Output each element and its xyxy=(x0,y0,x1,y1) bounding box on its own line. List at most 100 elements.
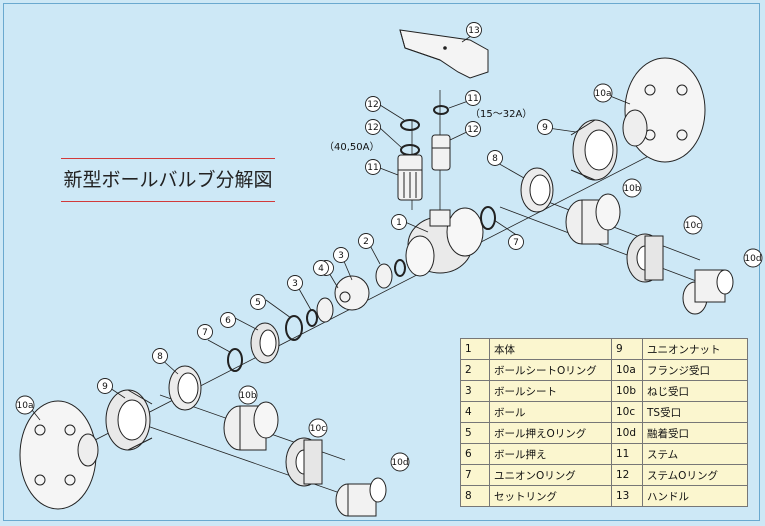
callout-circle xyxy=(391,214,407,230)
size-label-small: （15～32A） xyxy=(470,108,532,120)
legend-cell-n2: 10a xyxy=(611,359,643,381)
callout-circle xyxy=(365,96,381,112)
legend-cell-l2: TS受口 xyxy=(642,401,748,423)
callout-circle xyxy=(365,119,381,135)
callout-circle xyxy=(743,248,763,268)
ts-socket-left xyxy=(285,437,323,487)
callout-circle xyxy=(333,247,349,263)
size-label-large: （40,50A） xyxy=(324,141,379,153)
callout-circle xyxy=(97,378,113,394)
stem-large xyxy=(397,154,423,201)
legend-cell-n2: 10d xyxy=(611,422,643,444)
callout-circle xyxy=(15,395,35,415)
valve-body xyxy=(405,207,484,277)
callout-circle xyxy=(238,385,258,405)
callout-number: 12 xyxy=(367,100,378,110)
callout-number: 8 xyxy=(492,154,498,164)
threaded-socket-left xyxy=(223,401,279,451)
legend-cell-n2: 12 xyxy=(611,464,643,486)
legend-cell-n2: 10b xyxy=(611,380,643,402)
callout-number: 12 xyxy=(467,125,478,135)
stem-oring-small xyxy=(433,105,449,115)
callout-number: 10b xyxy=(239,391,256,401)
legend-cell-l1: 本体 xyxy=(489,338,612,360)
legend-cell-l1: ボール押え xyxy=(489,443,612,465)
callout-circle xyxy=(152,348,168,364)
callout-number: 9 xyxy=(542,123,548,133)
legend-cell-n1: 7 xyxy=(460,464,490,486)
threaded-socket-right xyxy=(565,193,621,245)
flange-socket-right xyxy=(622,57,706,163)
legend-cell-l2: ユニオンナット xyxy=(642,338,748,360)
legend-cell-n1: 8 xyxy=(460,485,490,507)
legend-cell-l2: ねじ受口 xyxy=(642,380,748,402)
callout-number: 13 xyxy=(468,26,479,36)
callout-number: 10c xyxy=(310,424,326,434)
union-nut-right xyxy=(570,119,618,181)
callout-number: 5 xyxy=(255,298,261,308)
callout-number: 9 xyxy=(102,382,108,392)
callout-circle xyxy=(537,119,553,135)
legend-cell-n1: 6 xyxy=(460,443,490,465)
legend-cell-n1: 2 xyxy=(460,359,490,381)
stem-small xyxy=(431,134,451,171)
stem-oring-large-2 xyxy=(400,144,420,156)
legend-cell-l1: ボール xyxy=(489,401,612,423)
callout-number: 10c xyxy=(685,221,701,231)
callout-number: 11 xyxy=(467,94,478,104)
callout-circle xyxy=(287,275,303,291)
callout-number: 10b xyxy=(623,184,640,194)
callout-number: 2 xyxy=(363,237,369,247)
ball-retainer xyxy=(250,322,280,364)
callout-number: 1 xyxy=(396,218,402,228)
fusion-socket-right xyxy=(682,269,734,315)
legend-cell-l2: ステム xyxy=(642,443,748,465)
legend-cell-n2: 9 xyxy=(611,338,643,360)
legend-cell-l2: 融着受口 xyxy=(642,422,748,444)
callout-circle xyxy=(390,452,410,472)
legend-cell-n2: 13 xyxy=(611,485,643,507)
callout-number: 10a xyxy=(595,89,612,99)
legend-cell-l1: ボールシートOリング xyxy=(489,359,612,381)
handle-part xyxy=(399,29,489,79)
legend-cell-l1: ユニオンOリング xyxy=(489,464,612,486)
legend-cell-n2: 10c xyxy=(611,401,643,423)
stem-oring-large xyxy=(400,119,420,131)
callout-number: 10a xyxy=(17,401,34,411)
callout-number: 3 xyxy=(292,279,298,289)
callout-number: 11 xyxy=(367,163,378,173)
callout-circle xyxy=(622,178,642,198)
callout-circle xyxy=(683,215,703,235)
callout-circle xyxy=(465,121,481,137)
callout-circle xyxy=(197,324,213,340)
legend-cell-l1: セットリング xyxy=(489,485,612,507)
ball-part xyxy=(334,275,370,311)
legend-cell-l2: ハンドル xyxy=(642,485,748,507)
callout-circle xyxy=(466,22,482,38)
legend-cell-n2: 11 xyxy=(611,443,643,465)
page-title: 新型ボールバルブ分解図 xyxy=(63,169,273,191)
callout-number: 7 xyxy=(513,238,519,248)
legend-cell-n1: 3 xyxy=(460,380,490,402)
callout-circle xyxy=(508,234,524,250)
callout-circle xyxy=(487,150,503,166)
legend-cell-n1: 5 xyxy=(460,422,490,444)
title-rule-top xyxy=(61,158,275,159)
fusion-socket-left xyxy=(335,477,387,517)
callout-number: 4 xyxy=(318,264,324,274)
assembly-axis-line xyxy=(59,139,681,459)
callout-number: 8 xyxy=(157,352,163,362)
legend-cell-l1: ボール押えOリング xyxy=(489,422,612,444)
title-panel: 新型ボールバルブ分解図 xyxy=(61,158,275,202)
